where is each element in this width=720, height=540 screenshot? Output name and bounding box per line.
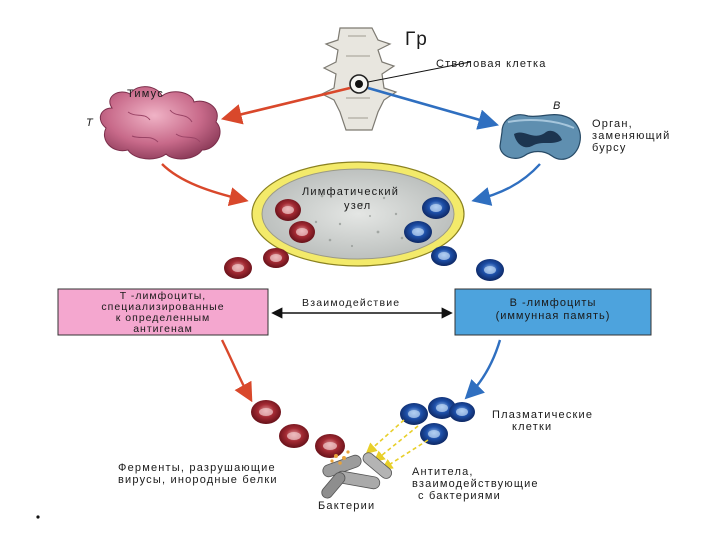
t-box-text: T -лимфоциты, специализированные к опред…: [60, 291, 266, 335]
b-cell: [404, 221, 432, 243]
arrow-t-box-down: [220, 339, 253, 403]
t-box-line2: специализированные: [101, 301, 225, 313]
arrow-thymus-to-node: [161, 163, 249, 207]
b-box-line1: B -лимфоциты: [509, 297, 597, 309]
plasma-cell: [428, 397, 456, 419]
gr-label: Гр: [405, 29, 429, 50]
plasma-cell: [420, 423, 448, 445]
t-box-line1: T -лимфоциты,: [119, 290, 207, 302]
b-cell: [422, 197, 450, 219]
plasma-cell: [449, 402, 475, 422]
t-cell: [279, 424, 309, 448]
antibodies-label-line1: Антитела,: [412, 466, 474, 478]
thymus-label: Тимус: [127, 88, 164, 100]
t-cell: [251, 400, 281, 424]
t-lymphocytes-box: [57, 288, 269, 336]
plasma-cells-label-line2: клетки: [512, 421, 553, 433]
stem-cell-label: Стволовая клетка: [436, 58, 547, 70]
b-box-text: B -лимфоциты (иммунная память): [457, 297, 649, 323]
antibodies-label-line2: взаимодействующие: [412, 478, 539, 490]
plasma-cell: [400, 403, 428, 425]
bursa-organ-illustration: [499, 113, 581, 160]
b-box-line2: (иммунная память): [495, 310, 611, 322]
arrow-stem-to-bursa: [367, 86, 499, 130]
arrow-bursa-to-node: [471, 163, 541, 206]
enzymes-label-line1: Ферменты, разрушающие: [118, 462, 276, 474]
t-cell: [263, 248, 289, 268]
t-box-line4: антигенам: [133, 323, 193, 335]
arrow-stem-to-thymus: [220, 86, 351, 125]
interaction-label: Взаимодействие: [302, 297, 401, 309]
b-cell: [476, 259, 504, 281]
b-cell: [431, 246, 457, 266]
arrow-b-box-down: [464, 339, 502, 400]
t-box-line3: к определенным: [115, 312, 211, 324]
stem-cell: [349, 74, 369, 94]
stem-cell-pointer-line: [367, 61, 471, 83]
organ-label-line1: Орган,: [592, 118, 633, 130]
b-lymphocytes-box: [454, 288, 652, 336]
t-cell: [289, 221, 315, 243]
t-cell: [224, 257, 252, 279]
antibodies-label-line3: с бактериями: [418, 490, 502, 502]
t-cell: [275, 199, 301, 221]
organ-label-line3: бурсу: [592, 142, 627, 154]
lymph-node-label-line2: узел: [344, 200, 372, 212]
plasma-cells-label-line1: Плазматические: [492, 409, 594, 421]
t-letter-label: T: [86, 117, 94, 129]
antibody-arrows: [365, 419, 429, 470]
bacteria-illustration: [321, 450, 393, 499]
bacteria-label: Бактерии: [318, 500, 376, 512]
organ-label-line2: заменяющий: [592, 130, 671, 142]
thymus-illustration: [99, 86, 221, 160]
t-cell: [315, 434, 345, 458]
enzymes-label-line2: вирусы, инородные белки: [118, 474, 278, 486]
lymph-node-label-line1: Лимфатический: [302, 186, 400, 198]
stray-dot: [36, 515, 40, 519]
b-letter-label: B: [553, 100, 562, 112]
